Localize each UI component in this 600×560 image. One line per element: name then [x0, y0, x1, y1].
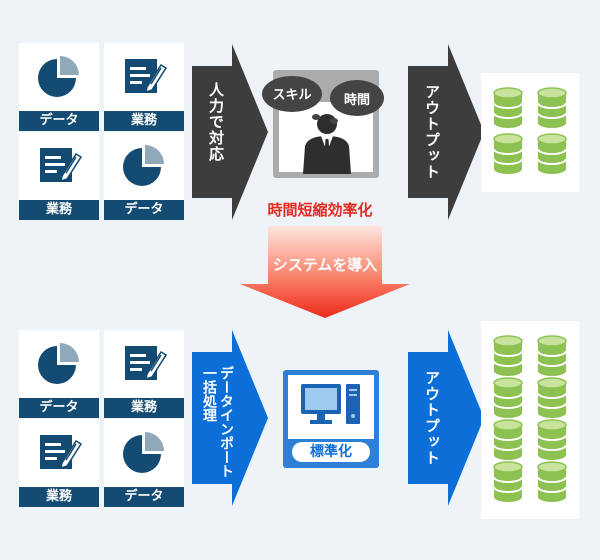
database-icon [537, 335, 567, 376]
database-icon [493, 133, 523, 174]
manual-arrow [192, 44, 268, 220]
data-card: データ [19, 330, 99, 418]
card-label: データ [104, 200, 184, 220]
document-edit-icon [125, 346, 167, 381]
document-edit-icon [40, 435, 82, 470]
card-label: 業務 [19, 487, 99, 507]
pie-chart-icon [123, 145, 164, 186]
output-arrow-bottom [408, 330, 484, 506]
database-icon [537, 377, 567, 418]
document-edit-icon [125, 59, 167, 94]
business-card: 業務 [19, 419, 99, 507]
import-arrow [192, 330, 268, 506]
standardize-label: 標準化 [292, 442, 370, 462]
output-arrow-label: アウトプット [423, 370, 441, 466]
business-card: 業務 [104, 330, 184, 418]
pie-chart-icon [38, 56, 79, 97]
database-icon [537, 87, 567, 128]
card-label: データ [19, 111, 99, 131]
computer-icon [301, 384, 360, 424]
document-edit-icon [40, 148, 82, 183]
database-icon [493, 419, 523, 460]
database-icon [493, 377, 523, 418]
output-arrow-top [408, 44, 484, 220]
database-icon [537, 419, 567, 460]
output-panel-top [481, 73, 579, 192]
bubble-time-label: 時間 [343, 93, 370, 108]
card-label: データ [104, 487, 184, 507]
data-card: データ [104, 419, 184, 507]
output-panel-bottom [481, 321, 579, 519]
transition-label: システムを導入 [272, 256, 378, 274]
businessman-icon [303, 114, 351, 174]
bubble-skill-label: スキル [272, 88, 312, 103]
card-label: データ [19, 398, 99, 418]
pie-chart-icon [38, 343, 79, 384]
manual-arrow-label: 人力で対応 [207, 82, 225, 162]
efficiency-text: 時間短縮効率化 [267, 201, 373, 219]
database-icon [537, 461, 567, 502]
thought-bubble-skill [262, 76, 322, 112]
thought-bubble-time [330, 80, 384, 116]
database-icon [493, 335, 523, 376]
business-card: 業務 [19, 132, 99, 220]
import-arrow-label-2: 一括処理 [201, 366, 217, 422]
import-arrow-label-1: データインポート [218, 366, 234, 478]
transition-arrow [240, 226, 410, 318]
database-icon [493, 87, 523, 128]
database-icon [537, 133, 567, 174]
bubble-dot [312, 114, 320, 120]
database-icon [493, 461, 523, 502]
output-arrow-label: アウトプット [423, 84, 441, 180]
business-card: 業務 [104, 43, 184, 131]
card-label: 業務 [104, 398, 184, 418]
pie-chart-icon [123, 432, 164, 473]
bubble-dot [330, 118, 338, 124]
data-card: データ [104, 132, 184, 220]
card-label: 業務 [19, 200, 99, 220]
data-card: データ [19, 43, 99, 131]
card-label: 業務 [104, 111, 184, 131]
